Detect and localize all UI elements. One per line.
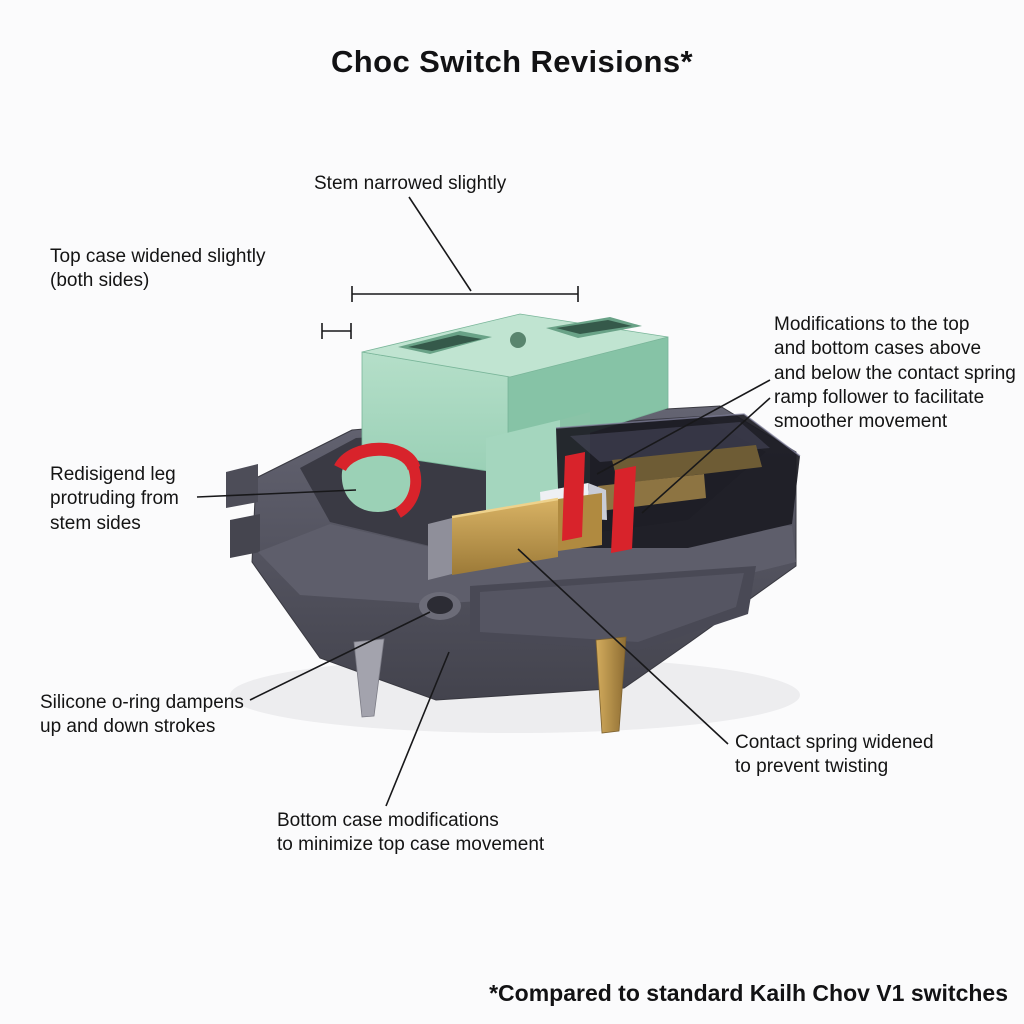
page-title: Choc Switch Revisions* [331, 44, 693, 79]
leader-contact-spring [517, 548, 729, 745]
annotation-bottom-case-mods: Bottom case modifications to minimize to… [277, 810, 545, 856]
contact-spring-inner-upper [612, 445, 762, 484]
leader-stem-narrowed [408, 196, 472, 292]
red-band-stem-leg [334, 442, 421, 472]
annotation-stem-narrowed: Stem narrowed slightly [314, 173, 507, 194]
annotation-silicone-oring: Silicone o-ring dampens up and down stro… [40, 692, 244, 738]
case-front-inset-plate [480, 573, 744, 642]
measurement-stem-width [351, 286, 579, 302]
annotation-contact-spring-widened: Contact spring widened to prevent twisti… [735, 732, 934, 778]
stem [361, 313, 669, 526]
annotation-redesigned-leg: Redisigend leg protruding from stem side… [50, 464, 179, 534]
annotation-contact-spring-ramp: Modifications to the top and bottom case… [774, 314, 1016, 433]
leader-bottom-case [385, 651, 450, 807]
leader-silicone-oring [249, 611, 431, 701]
case-left-tab-upper [226, 464, 258, 508]
case-left-tab-lower [230, 514, 260, 558]
footnote: *Compared to standard Kailh Chov V1 swit… [489, 980, 1008, 1006]
red-mark-ramp-right [611, 466, 636, 553]
stem-logo [510, 332, 526, 348]
red-highlight-marks [334, 442, 636, 553]
measurement-top-case [321, 323, 352, 339]
annotation-top-case-widened: Top case widened slightly (both sides) [50, 246, 266, 292]
leader-contact-ramp-lower [641, 397, 771, 514]
stem-leg [341, 453, 417, 512]
spring-clip [428, 518, 452, 580]
contact-spring-leaf [452, 499, 558, 575]
gold-pin [595, 636, 627, 734]
silicone-oring-recess [419, 592, 461, 620]
leader-lines [196, 196, 771, 807]
leader-contact-ramp-upper [596, 379, 771, 475]
leader-redesigned-leg [196, 489, 357, 498]
red-mark-ramp-left [562, 452, 585, 541]
